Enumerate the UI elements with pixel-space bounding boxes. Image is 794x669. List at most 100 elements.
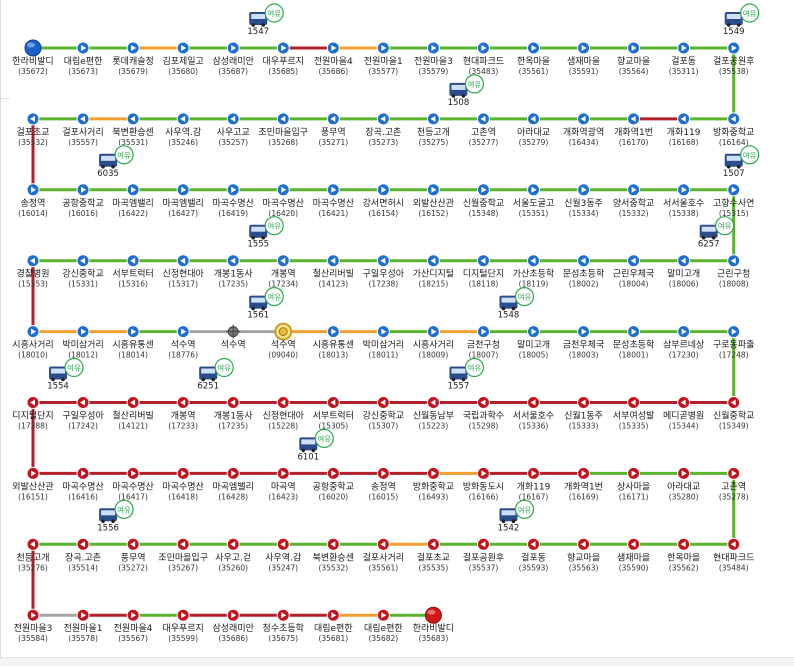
bus-stop[interactable]: 현대파크드(35483) [463, 41, 504, 76]
bus-stop[interactable]: 샘재마을(35590) [617, 537, 650, 572]
bus-stop[interactable]: 국립과학수(15298) [463, 396, 504, 431]
bus-stop[interactable]: 신월3동주(15334) [564, 183, 603, 218]
bus-stop[interactable]: 사우역.감(35247) [265, 537, 301, 572]
bus-stop[interactable]: 사우고.걷(35260) [215, 537, 251, 572]
bus-stop[interactable]: 샘재마을(35591) [567, 41, 600, 76]
bus-stop[interactable]: 청수초등학(35675) [263, 608, 304, 643]
bus-stop[interactable]: 장곡.고촌(35273) [365, 112, 401, 147]
bus-stop[interactable]: 개봉1동사(17235) [214, 254, 254, 289]
bus-stop[interactable]: 조민마을입구(35267) [158, 537, 208, 572]
bus-stop[interactable]: 풍무역(35272) [118, 537, 148, 572]
bus-stop[interactable]: 걸포초교(35532) [16, 112, 50, 147]
bus-stop[interactable]: 대우푸르지(35685) [263, 41, 304, 76]
bus-stop[interactable]: 박미삼거리(18011) [363, 325, 404, 360]
bus-stop[interactable]: 마곡엠밸리(16428) [212, 466, 254, 501]
bus-stop[interactable]: 한옥마을(35562) [667, 537, 700, 572]
bus-stop[interactable]: 걸포공원후(35538) [713, 41, 754, 76]
bus-stop[interactable]: 말미고개(18005) [517, 325, 550, 360]
bus-stop[interactable]: 송정역(16014) [18, 183, 48, 218]
bus-stop[interactable]: 걸포사거리(35561) [363, 537, 404, 572]
bus-stop[interactable]: 가산초등학(18119) [513, 254, 554, 289]
bus-stop[interactable]: 공항중학교(16020) [313, 466, 354, 501]
bus-stop[interactable]: 개봉역(17234) [268, 254, 298, 289]
bus-stop[interactable]: 대우푸르지(35599) [162, 608, 204, 643]
bus-stop[interactable]: 양서중학교(15332) [613, 183, 654, 218]
bus-stop[interactable]: 고촌역(35277) [469, 112, 499, 147]
bus-stop[interactable]: 가산디지털(18215) [413, 254, 454, 289]
bus-stop[interactable]: 신월중학교(15349) [713, 396, 754, 431]
bus-stop[interactable]: 금천우체국(18003) [563, 325, 604, 360]
bus-stop[interactable]: 서울도굴고(15351) [513, 183, 554, 218]
bus-stop[interactable]: 마곡수명산(16416) [62, 466, 104, 501]
bus-stop[interactable]: 시흥유통센(18013) [313, 325, 354, 360]
bus-stop[interactable]: 철산리버빌(14123) [313, 254, 354, 289]
bus-stop[interactable]: 개봉1동사(17235) [214, 396, 254, 431]
bus-stop[interactable]: 천등고개(35275) [417, 112, 450, 147]
bus-stop[interactable]: 방화중학교(16493) [413, 466, 454, 501]
bus-stop[interactable]: 마곡수명산(16418) [162, 466, 204, 501]
bus-stop[interactable]: 구일우성아(17242) [62, 396, 104, 431]
bus-stop[interactable]: 아라대교(35280) [667, 466, 700, 501]
bus-stop[interactable]: 대림e편한(35682) [364, 608, 403, 643]
bus-stop[interactable]: 전원마을4(35567) [114, 608, 153, 643]
bus-stop[interactable]: 한라비발디(35672) [12, 39, 54, 76]
bus-stop[interactable]: 마곡수명산(16420) [263, 183, 304, 218]
bus-stop[interactable]: 경찰병원(15353) [16, 254, 50, 289]
bus-stop[interactable]: 대림e편한(35673) [64, 41, 103, 76]
bus-stop[interactable]: 마곡수명산(16419) [212, 183, 254, 218]
bus-stop[interactable]: 말미고개(18006) [667, 254, 700, 289]
bus-stop[interactable]: 걸포동(35593) [519, 537, 549, 572]
bus-stop[interactable]: 방화동도시(16166) [463, 466, 504, 501]
bus-stop[interactable]: 메디곧병원(15344) [663, 396, 704, 431]
bus-stop[interactable]: 한라비발디(35683) [413, 606, 454, 643]
bus-stop[interactable]: 신월1동주(15333) [564, 396, 603, 431]
bus-stop[interactable]: 송정역(16015) [368, 466, 398, 501]
bus-stop[interactable]: 문성초등학(18001) [613, 325, 654, 360]
bus-stop[interactable]: 천등고개(35276) [16, 537, 50, 572]
bus-stop[interactable]: 석수역(18776) [168, 325, 198, 360]
bus-stop[interactable]: 근린구청(18008) [717, 254, 750, 289]
bus-stop[interactable]: 걸포사거리(35557) [62, 112, 104, 147]
bus-stop[interactable]: 서부트럭터(15316) [112, 254, 154, 289]
bottom-scrollbar-area[interactable] [0, 657, 794, 666]
bus-stop[interactable]: 사우역.감(35246) [165, 112, 201, 147]
bus-stop[interactable]: 디지털단지(18118) [463, 254, 504, 289]
bus-stop[interactable]: 향교마을(35563) [567, 537, 600, 572]
bus-stop[interactable]: 개화119(16168) [667, 112, 701, 147]
bus-stop[interactable]: 서부트럭터(15305) [313, 396, 354, 431]
bus-stop[interactable]: 전원마을1(35578) [64, 608, 103, 643]
bus-stop[interactable]: 개화역1번(16169) [564, 466, 603, 501]
bus-stop[interactable]: 공항중학교(16016) [62, 183, 104, 218]
bus-stop[interactable]: 마곡수명산(16421) [313, 183, 354, 218]
bus-stop[interactable]: 시흥사거리(18010) [12, 325, 54, 360]
bus-stop[interactable]: 마곡엠밸리(16422) [112, 183, 154, 218]
bus-stop[interactable]: 장곡.고촌(35514) [65, 537, 101, 572]
bus-stop[interactable]: 마곡역(16423) [268, 466, 298, 501]
bus-stop[interactable]: 외발산산관(16152) [413, 183, 454, 218]
bus-stop[interactable]: 고촌역(35278) [719, 466, 749, 501]
bus-stop[interactable]: 한옥마을(35561) [517, 41, 550, 76]
bus-stop[interactable]: 고향수사연(15315) [713, 183, 754, 218]
bus-stop[interactable]: 현대파크드(35484) [713, 537, 754, 572]
bus-stop[interactable]: 강서면허시(16154) [363, 183, 404, 218]
bus-stop[interactable]: 전원마을3(35584) [14, 608, 53, 643]
bus-stop[interactable]: 시흥사거리(18009) [413, 325, 454, 360]
bus-stop[interactable]: 문성초등학(18002) [563, 254, 604, 289]
bus-stop[interactable]: 신정현대아(15317) [162, 254, 205, 289]
bus-stop[interactable]: 시흥유통센(18014) [112, 325, 154, 360]
bus-stop[interactable]: 전원마을3(35579) [414, 41, 453, 76]
bus-stop[interactable]: 금천구청(18007) [467, 325, 500, 360]
bus-stop[interactable]: 강신중학교(15331) [62, 254, 104, 289]
bus-stop[interactable]: 걸포공원후(35537) [463, 537, 504, 572]
bus-stop[interactable]: 사우고교(35257) [217, 112, 250, 147]
bus-stop[interactable]: 외발산산관(16151) [12, 466, 54, 501]
